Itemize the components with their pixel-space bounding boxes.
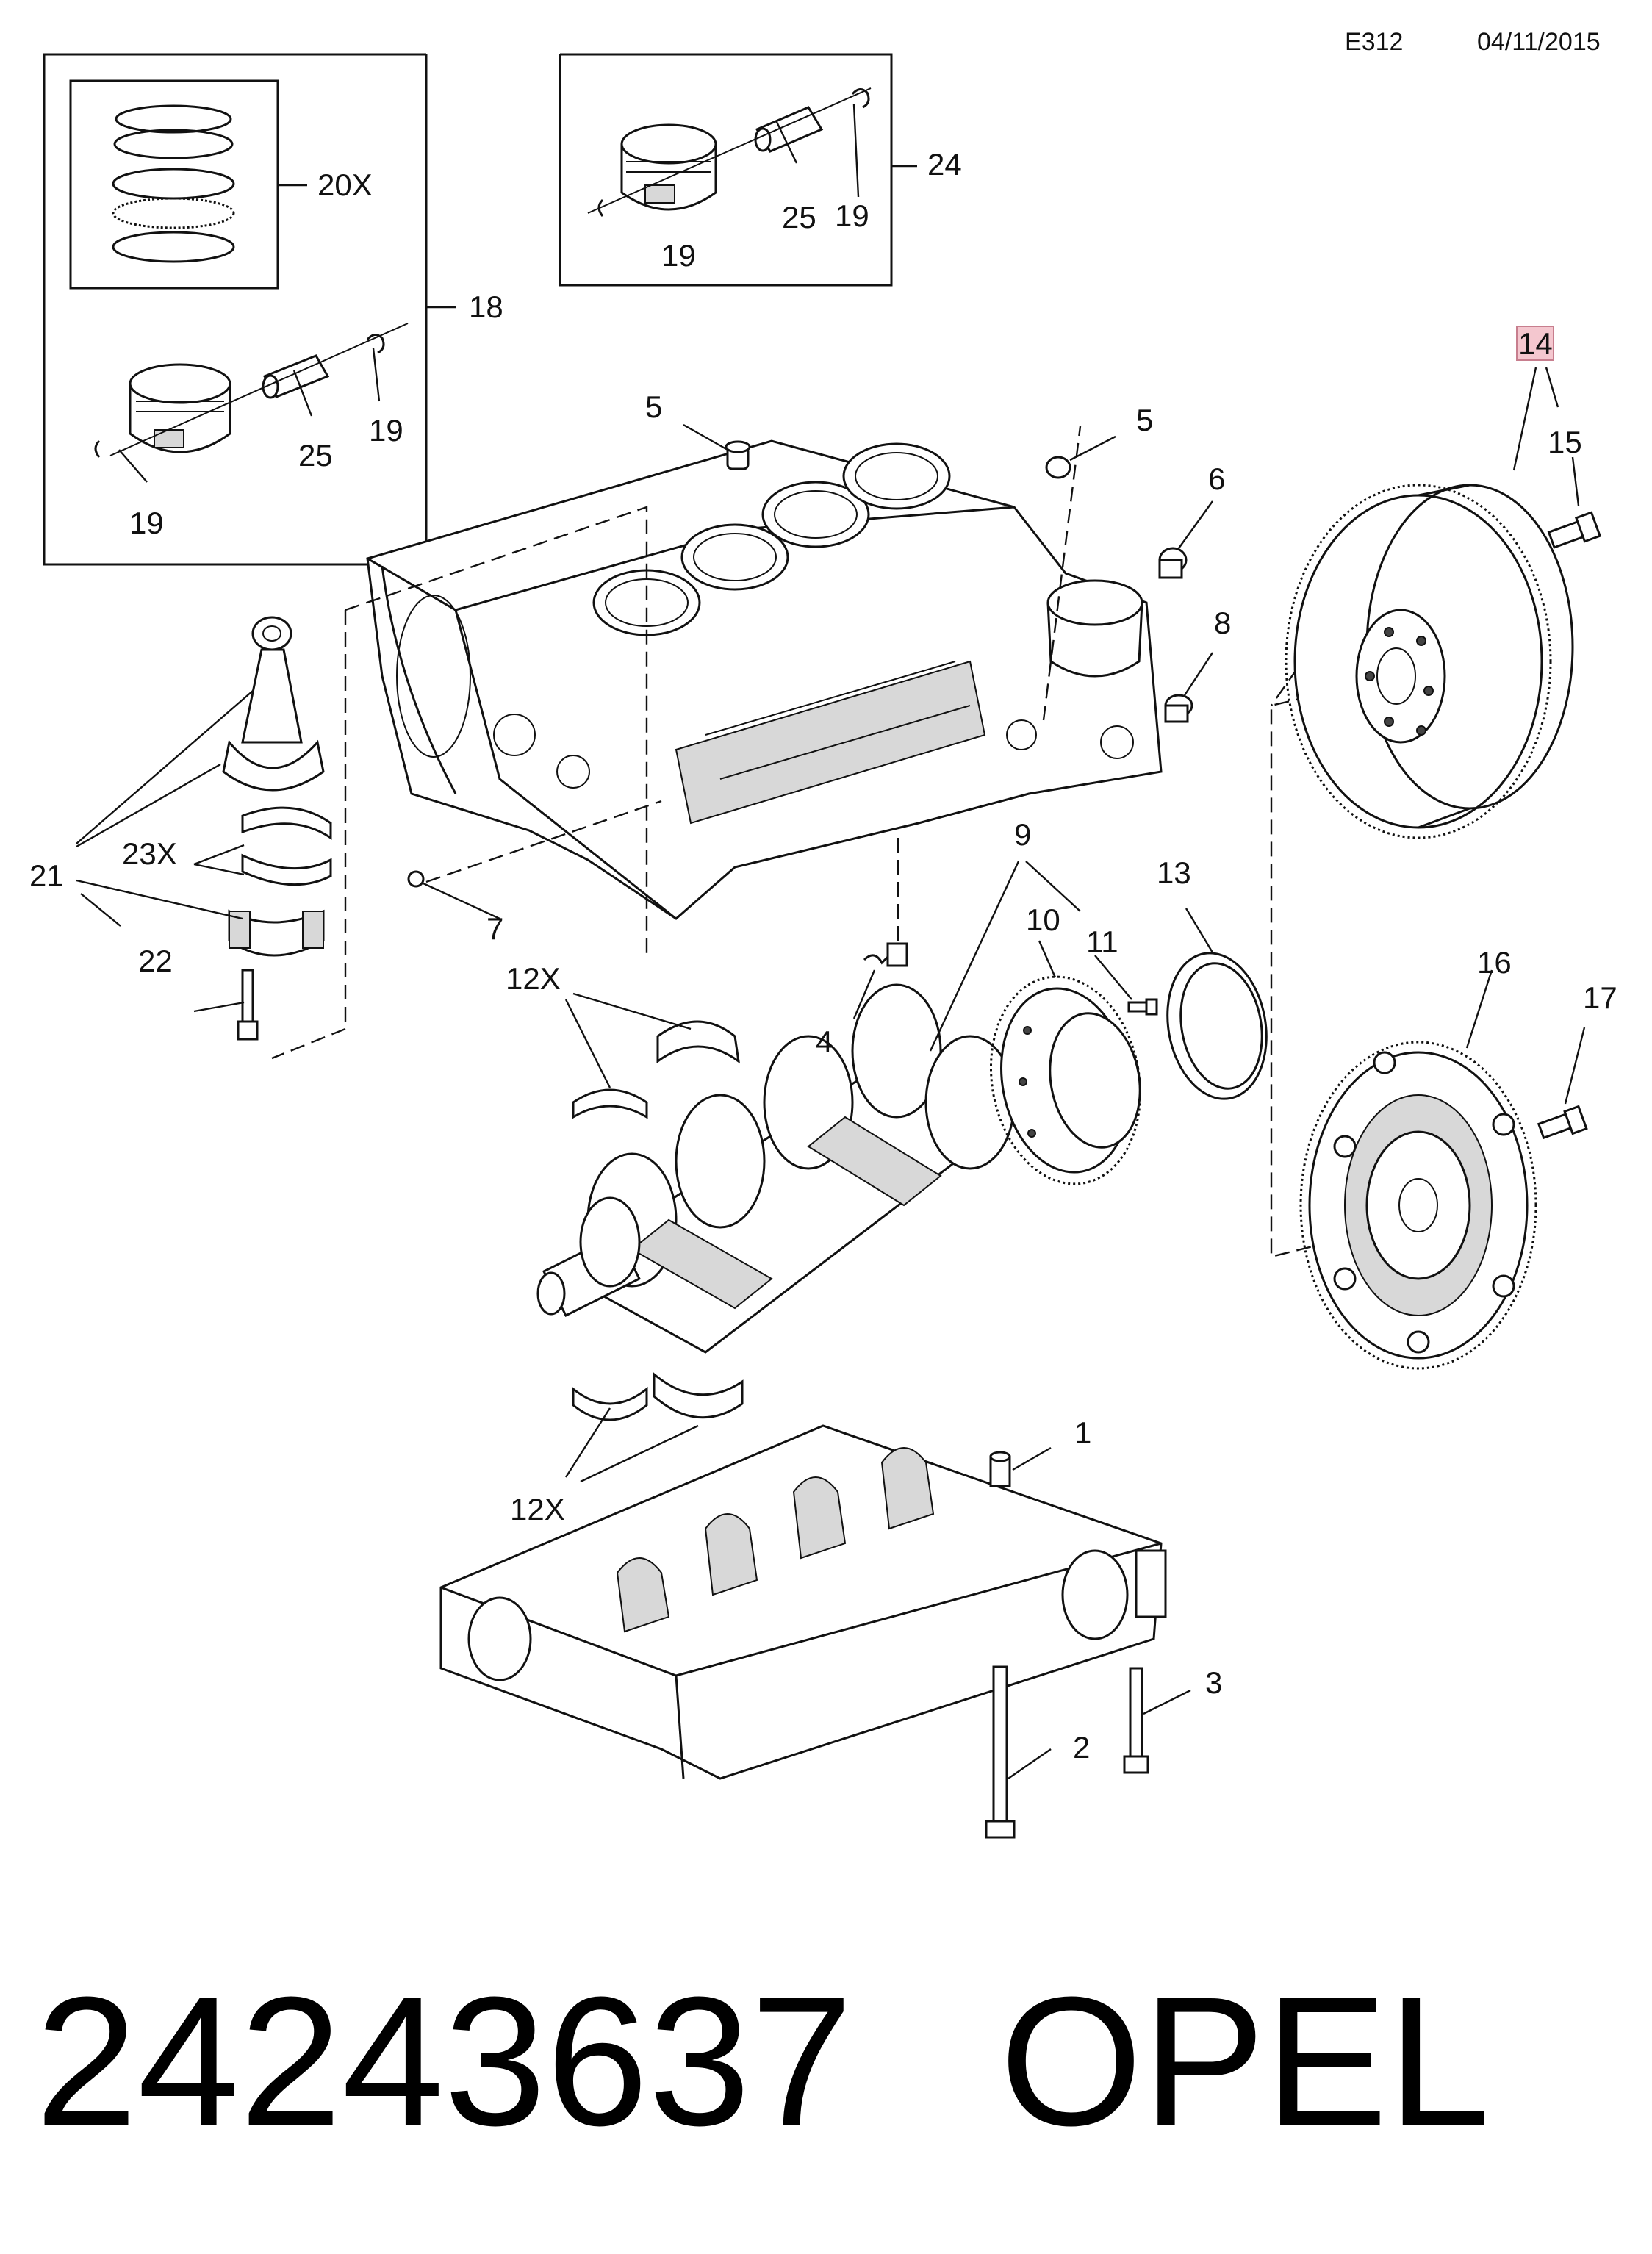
callout-13: 13 bbox=[1157, 855, 1191, 890]
flexplate-illustration bbox=[1299, 1041, 1537, 1370]
callout-8: 8 bbox=[1214, 606, 1231, 640]
bedplate-illustration bbox=[439, 1424, 1167, 1780]
leader-lines bbox=[76, 104, 1586, 1779]
main-bearing-shells-lower bbox=[572, 1371, 744, 1421]
alignment-line-flywheel bbox=[1270, 675, 1397, 1258]
callout-19-left-lower: 19 bbox=[129, 506, 164, 540]
bolt-3 bbox=[1123, 1667, 1149, 1774]
plug-8 bbox=[1164, 694, 1193, 723]
callout-19-left-upper: 19 bbox=[369, 413, 403, 448]
connecting-rod-illustration bbox=[222, 616, 332, 1041]
bolt-2 bbox=[985, 1665, 1016, 1839]
alignment-line-right bbox=[1042, 426, 1082, 721]
callout-20x: 20X bbox=[317, 168, 373, 202]
callout-18: 18 bbox=[469, 290, 503, 324]
plug-5a bbox=[725, 440, 751, 470]
callout-23x: 23X bbox=[122, 836, 177, 871]
exploded-parts-diagram: E312 04/11/2015 bbox=[29, 28, 1617, 1839]
callout-22: 22 bbox=[138, 944, 173, 978]
oil-jet-4 bbox=[863, 942, 908, 967]
alignment-line-left bbox=[271, 610, 347, 1060]
flywheel-bolt-15 bbox=[1547, 511, 1602, 549]
piston-illustration bbox=[94, 323, 409, 458]
callout-11: 11 bbox=[1086, 925, 1118, 959]
callout-1: 1 bbox=[1074, 1415, 1091, 1450]
callout-24: 24 bbox=[927, 147, 962, 182]
callout-16: 16 bbox=[1477, 945, 1512, 980]
callout-14[interactable]: 14 bbox=[1518, 326, 1553, 361]
callout-19-right-upper: 19 bbox=[835, 198, 869, 233]
alignment-line-7 bbox=[425, 800, 662, 883]
callout-4: 4 bbox=[816, 1024, 833, 1059]
alignment-line-top bbox=[345, 506, 648, 955]
rear-seal-illustration bbox=[1166, 952, 1268, 1100]
callout-5-left: 5 bbox=[645, 390, 662, 424]
diagram-date: 04/11/2015 bbox=[1477, 28, 1601, 56]
engine-block-illustration bbox=[366, 439, 1163, 920]
callout-5-right: 5 bbox=[1136, 403, 1153, 437]
plug-5b bbox=[1045, 456, 1071, 479]
callout-2: 2 bbox=[1073, 1730, 1090, 1765]
brand-name: OPEL bbox=[999, 1959, 1490, 2164]
flexplate-bolt-17 bbox=[1537, 1105, 1588, 1140]
callout-14-highlight bbox=[1516, 326, 1554, 361]
main-bearing-shells-upper bbox=[572, 1020, 741, 1119]
piston-rings-illustration bbox=[112, 104, 235, 263]
reluctor-wheel-illustration bbox=[989, 975, 1142, 1185]
callout-15: 15 bbox=[1548, 425, 1582, 459]
callout-10: 10 bbox=[1026, 902, 1060, 937]
reluctor-bolt-11 bbox=[1127, 998, 1158, 1016]
diagram-code: E312 bbox=[1345, 28, 1403, 56]
callout-21: 21 bbox=[29, 858, 64, 893]
callout-12x-lower: 12X bbox=[510, 1492, 565, 1526]
part-number: 24243637 bbox=[35, 1959, 853, 2164]
piston-kit-box bbox=[43, 53, 456, 566]
callout-9: 9 bbox=[1014, 817, 1031, 852]
crankshaft-illustration bbox=[536, 983, 1016, 1354]
callout-7: 7 bbox=[486, 911, 503, 946]
callout-6: 6 bbox=[1208, 462, 1225, 496]
callout-17: 17 bbox=[1583, 980, 1617, 1015]
callout-3: 3 bbox=[1205, 1665, 1222, 1700]
callout-25-left: 25 bbox=[298, 438, 333, 473]
dowel-1 bbox=[989, 1451, 1011, 1487]
plug-7 bbox=[407, 870, 425, 888]
callout-25-right: 25 bbox=[782, 200, 816, 234]
piston-assembly-box bbox=[559, 53, 917, 287]
plug-6 bbox=[1158, 547, 1188, 579]
callout-12x-upper: 12X bbox=[506, 961, 561, 996]
flywheel-illustration bbox=[1285, 484, 1574, 839]
callout-19-right-lower: 19 bbox=[661, 238, 696, 273]
